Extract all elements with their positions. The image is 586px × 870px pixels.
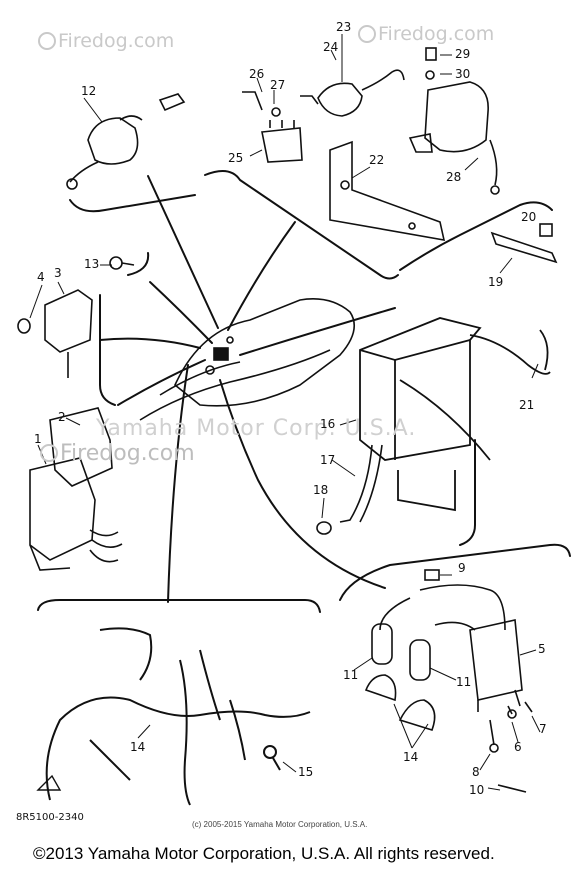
part-18-breather-pipe — [316, 444, 383, 535]
callout-9: 9 — [458, 561, 466, 575]
footer-copyright: ©2013 Yamaha Motor Corporation, U.S.A. A… — [33, 844, 495, 863]
bracket-13 — [69, 194, 196, 213]
leader-ignition — [219, 379, 386, 589]
leader-13 — [147, 175, 219, 329]
callout-11-left: 11 — [343, 668, 359, 682]
callout-23: 22 — [369, 153, 385, 167]
callout-10: 10 — [469, 783, 485, 797]
leader-top-right — [227, 221, 296, 331]
frame-tube — [139, 349, 331, 421]
part-11-plug-caps — [364, 569, 506, 731]
watermark-top-right: Firedog.com — [378, 23, 495, 45]
callout-11-right: 11 — [456, 675, 472, 689]
watermark-middle: Firedog.com — [60, 441, 195, 466]
callout-25: 24 — [323, 40, 339, 54]
part-14-clamp — [109, 256, 135, 270]
inline-copyright: (c) 2005-2015 Yamaha Motor Corporation, … — [192, 820, 368, 829]
leader-14 — [149, 281, 213, 344]
callout-20: 19 — [488, 275, 504, 289]
callout-6: 6 — [514, 740, 522, 754]
watermark-logo-icon — [40, 444, 58, 462]
callout-8: 8 — [472, 765, 480, 779]
callout-15: 14 — [130, 740, 146, 754]
callout-5: 5 — [538, 642, 546, 656]
watermark-top-left: Firedog.com — [58, 30, 175, 52]
bracket-20 — [399, 201, 553, 271]
part-13-main-switch — [66, 93, 186, 190]
callout-14: 13 — [84, 257, 100, 271]
callout-31: 30 — [455, 67, 471, 81]
bracket-top-right — [204, 170, 399, 280]
callout-16: 15 — [298, 765, 314, 779]
leader-right — [239, 307, 396, 356]
callout-21: 20 — [521, 210, 537, 224]
bracket-left — [99, 294, 116, 406]
callout-28: 27 — [270, 78, 286, 92]
bracket-right — [459, 439, 476, 546]
callout-27: 26 — [249, 67, 265, 81]
part-17-battery — [359, 317, 551, 512]
part-15-wire-harness — [36, 627, 311, 806]
leader-2 — [117, 359, 206, 406]
callout-24: 23 — [336, 20, 352, 34]
callout-3: 3 — [54, 266, 62, 280]
fuel-tank — [174, 298, 356, 407]
callout-13: 12 — [81, 84, 97, 98]
callout-22: 21 — [519, 398, 535, 412]
callout-30: 29 — [455, 47, 471, 61]
callout-19: 18 — [313, 483, 329, 497]
part-3-relay — [17, 289, 93, 378]
part-24-flasher-group — [242, 47, 500, 241]
callout-29: 28 — [446, 170, 462, 184]
part-20-battery-band — [490, 223, 558, 264]
watermark-center: Yamaha Motor Corp. U.S.A. — [96, 416, 417, 441]
callout-17: 16 — [320, 417, 336, 431]
callout-2: 2 — [58, 410, 66, 424]
diagram-plate-id: 8R5100-2340 — [16, 812, 84, 823]
callout-18: 17 — [320, 453, 336, 467]
bracket-bottom-left — [37, 599, 321, 613]
callout-12: 14 — [403, 750, 419, 764]
callout-4: 4 — [37, 270, 45, 284]
bracket-bottom-right — [339, 543, 571, 601]
watermark-logo-icon — [358, 25, 376, 43]
part-5-ignition-coil — [469, 619, 533, 719]
bracket-left-small — [127, 252, 150, 276]
watermark-logo-icon — [38, 32, 56, 50]
callout-7: 7 — [539, 722, 547, 736]
callout-1: 1 — [34, 432, 42, 446]
callout-26: 25 — [228, 151, 244, 165]
part-1-2-cdi-unit — [29, 407, 123, 571]
part-8-10-bolts — [489, 719, 527, 793]
frame-connector — [213, 347, 229, 361]
leader-3 — [99, 337, 201, 349]
